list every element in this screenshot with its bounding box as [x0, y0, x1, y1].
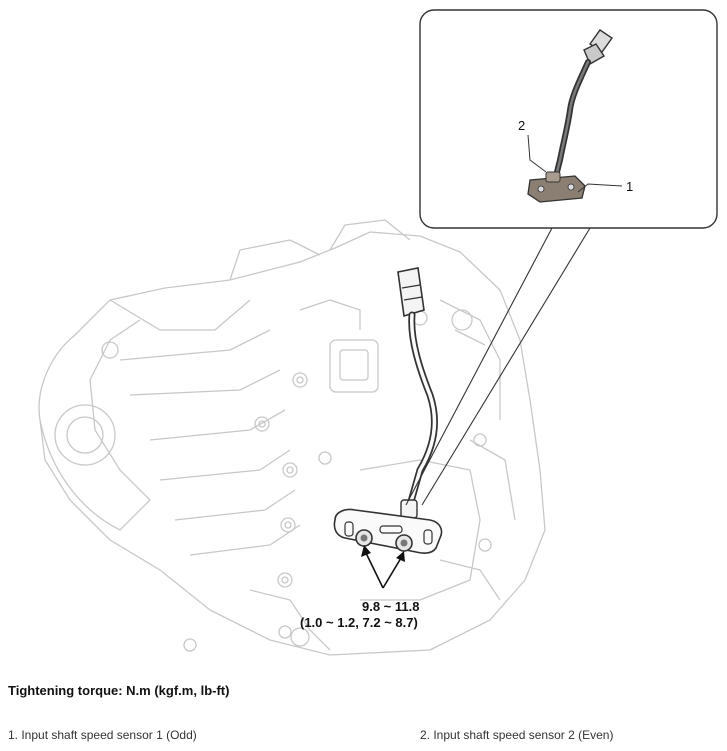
legend-item-1: 1. Input shaft speed sensor 1 (Odd)	[8, 728, 197, 742]
torque-value-alt-units: (1.0 ~ 1.2, 7.2 ~ 8.7)	[300, 615, 418, 630]
torque-arrows	[361, 545, 405, 589]
torque-value: 9.8 ~ 11.8	[362, 599, 419, 614]
callout-2: 2	[518, 118, 525, 133]
speed-sensor-harness	[333, 267, 443, 554]
callout-1: 1	[626, 179, 633, 194]
detail-inset: 2 1	[419, 9, 718, 229]
torque-heading: Tightening torque: N.m (kgf.m, lb-ft)	[8, 683, 230, 698]
inset-leader-lines	[405, 227, 591, 506]
transmission-diagram: 9.8 ~ 11.8 (1.0 ~ 1.2, 7.2 ~ 8.7) 2 1	[38, 9, 718, 656]
transmission-housing	[38, 219, 546, 656]
legend-item-2: 2. Input shaft speed sensor 2 (Even)	[420, 728, 614, 742]
